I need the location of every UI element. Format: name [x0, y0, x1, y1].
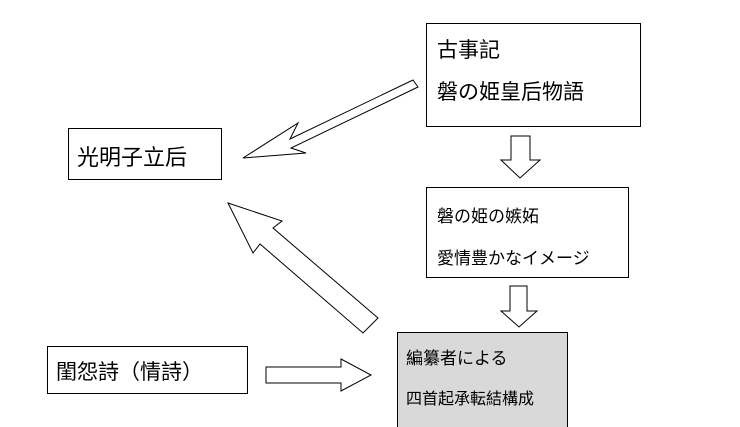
arrow-iwanohime-to-editor: [499, 285, 539, 328]
keienshi-label: 閨怨詩（情詩）: [56, 360, 203, 384]
editor-structure: 四首起承転結構成: [406, 389, 535, 408]
kojiki-box: 古事記 磐の姫皇后物語: [426, 23, 641, 127]
kojiki-title: 古事記: [437, 38, 500, 62]
arrow-editor-to-komyoshi: [227, 202, 379, 334]
iwanohime-jealousy: 磐の姫の嫉妬: [437, 207, 539, 227]
iwanohime-image: 愛情豊かなイメージ: [437, 249, 590, 269]
komyoshi-box: 光明子立后: [68, 128, 222, 180]
iwanohime-box: 磐の姫の嫉妬 愛情豊かなイメージ: [426, 187, 629, 278]
arrow-kojiki-to-komyoshi: [242, 79, 419, 159]
arrow-keienshi-to-editor: [265, 358, 373, 392]
editor-by: 編纂者による: [406, 349, 508, 369]
komyoshi-label: 光明子立后: [77, 146, 188, 171]
keienshi-box: 閨怨詩（情詩）: [47, 346, 248, 394]
editor-box: 編纂者による 四首起承転結構成: [397, 332, 568, 427]
kojiki-story: 磐の姫皇后物語: [437, 80, 584, 104]
arrow-kojiki-to-iwanohime: [499, 135, 542, 179]
